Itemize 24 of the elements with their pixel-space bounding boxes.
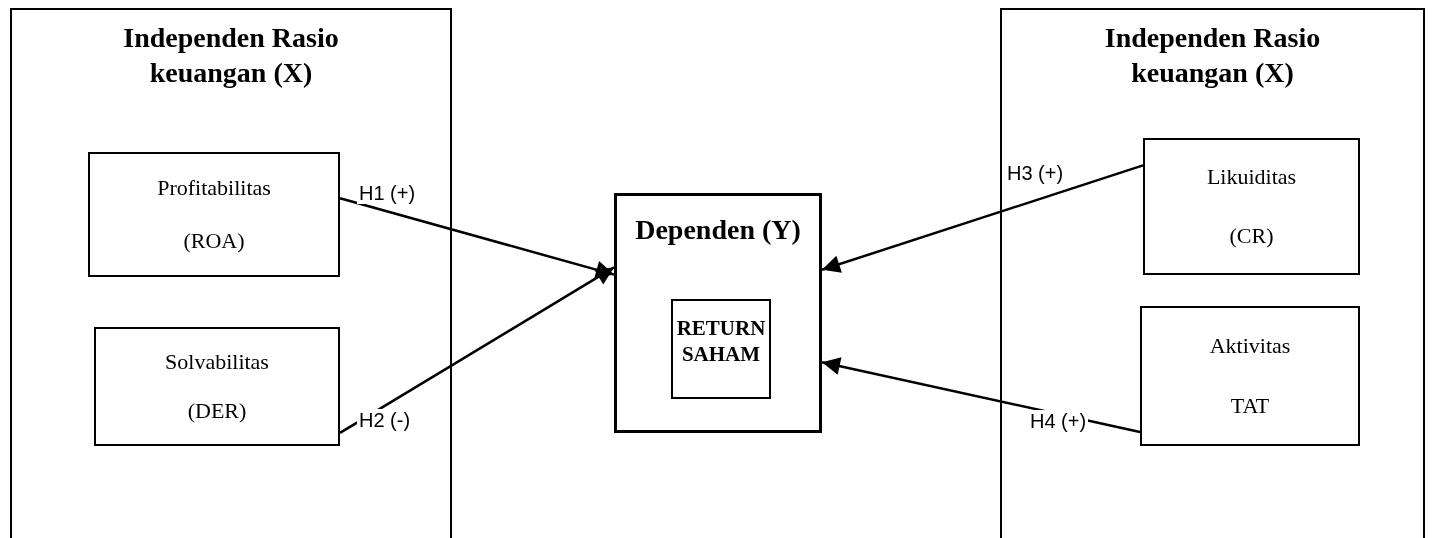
heading: Dependen (Y) bbox=[635, 213, 801, 247]
box-text: (ROA) bbox=[183, 227, 245, 254]
box-text: Solvabilitas bbox=[165, 348, 269, 375]
arrow bbox=[339, 197, 615, 279]
variable-box bbox=[88, 152, 340, 277]
box-text: (CR) bbox=[1229, 222, 1274, 249]
box-text: Profitabilitas bbox=[157, 175, 271, 202]
heading: Independen Rasio keuangan (X) bbox=[1103, 21, 1322, 90]
arrow bbox=[339, 266, 615, 434]
variable-box bbox=[614, 193, 822, 433]
heading: Independen Rasio keuangan (X) bbox=[122, 21, 340, 90]
box-text: (DER) bbox=[187, 398, 247, 425]
variable-box bbox=[1140, 306, 1360, 446]
box-text: Aktivitas bbox=[1209, 333, 1291, 359]
arrow bbox=[821, 164, 1144, 273]
heading: RETURN SAHAM bbox=[675, 315, 767, 368]
edge-label: H4 (+) bbox=[1028, 410, 1089, 432]
group-panel bbox=[1000, 8, 1425, 538]
group-panel bbox=[10, 8, 452, 538]
variable-box bbox=[671, 299, 771, 399]
variable-box bbox=[1143, 138, 1360, 275]
box-text: Likuiditas bbox=[1206, 164, 1297, 191]
box-text: TAT bbox=[1230, 393, 1270, 419]
variable-box bbox=[94, 327, 340, 446]
